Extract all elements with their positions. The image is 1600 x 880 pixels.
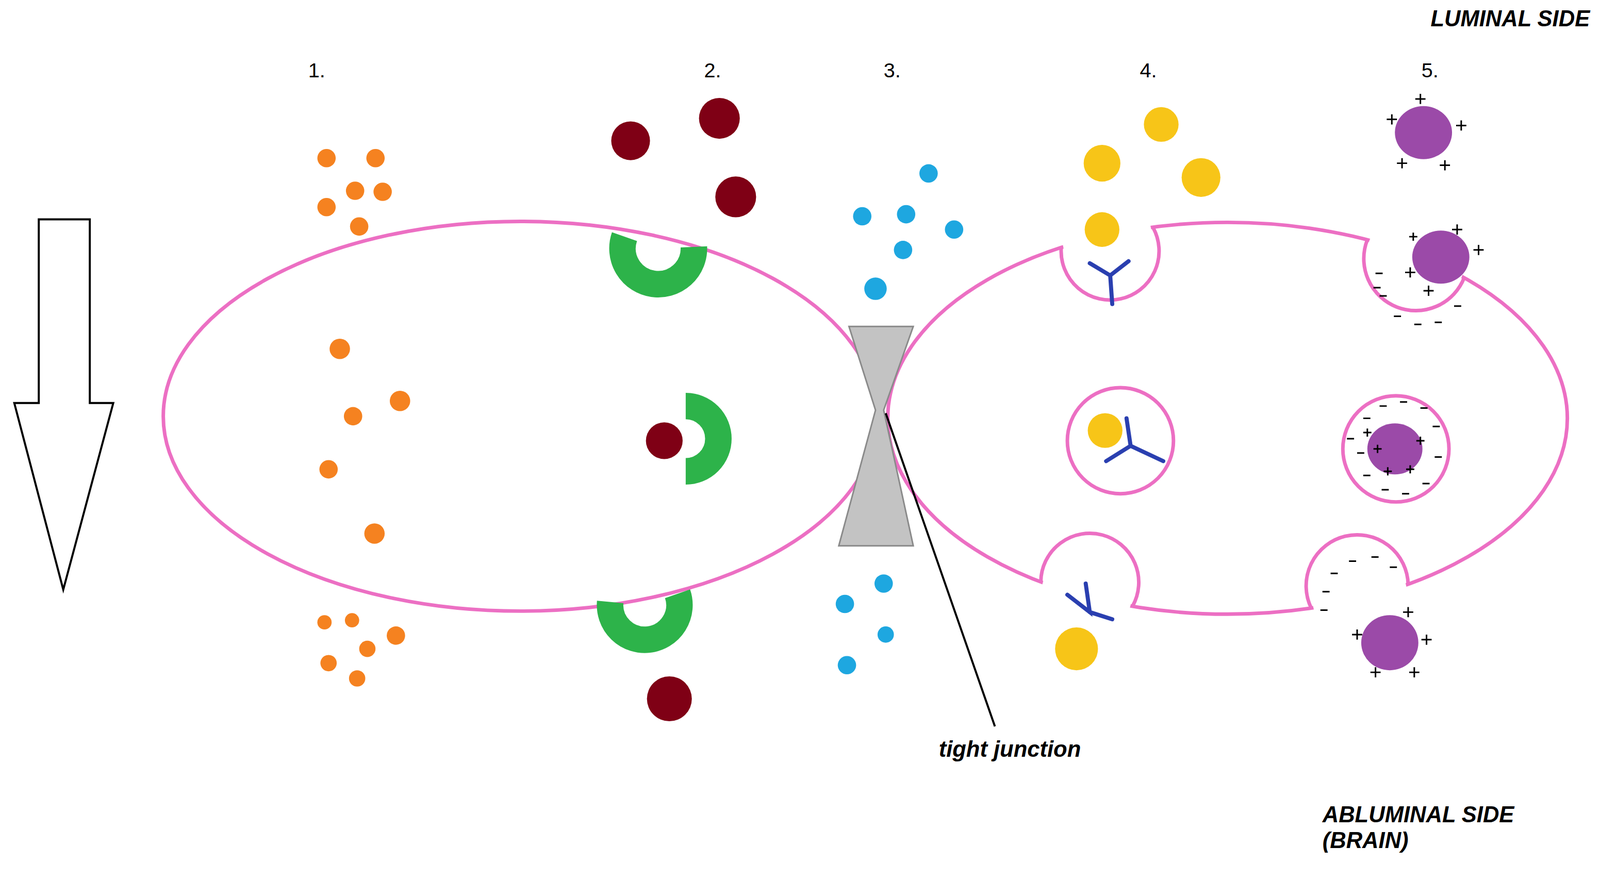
charge-signs xyxy=(1320,93,1484,678)
callout-number: 3. xyxy=(883,59,925,84)
callout-number: 1. xyxy=(308,59,350,84)
paracellular-molecules xyxy=(835,164,964,675)
carrier-protein xyxy=(609,236,719,640)
small-molecules xyxy=(317,149,410,687)
ligand xyxy=(1054,107,1221,671)
leader-line xyxy=(885,413,996,727)
cationic-molecule xyxy=(1361,106,1470,671)
direction-arrow xyxy=(14,219,114,590)
callout-number: 2. xyxy=(703,59,745,84)
side-label: LUMINAL SIDE xyxy=(1357,6,1590,32)
tight-junction xyxy=(838,326,914,546)
endothelial-cell xyxy=(887,222,1568,615)
endothelial-cell xyxy=(163,221,878,612)
carrier-substrate xyxy=(611,97,756,722)
receptor xyxy=(1067,261,1164,620)
callout-number: 5. xyxy=(1421,59,1463,84)
side-label: ABLUMINAL SIDE (BRAIN) xyxy=(1322,801,1560,854)
callout-number: 4. xyxy=(1139,59,1181,84)
callout-label: tight junction xyxy=(938,736,1144,763)
